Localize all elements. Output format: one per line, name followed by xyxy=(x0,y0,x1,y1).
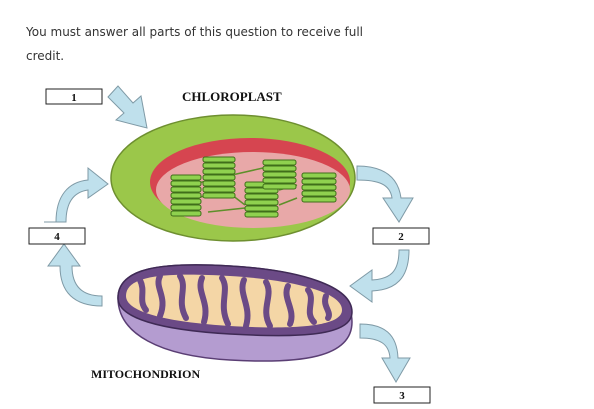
arrow-2-icon xyxy=(356,165,414,223)
answer-box-4-label: 4 xyxy=(54,231,60,243)
answer-box-4[interactable]: 4 xyxy=(28,227,86,245)
answer-box-1-label: 1 xyxy=(71,92,77,104)
arrow-3-icon xyxy=(349,249,410,303)
arrow-6-icon xyxy=(44,166,109,223)
arrow-4-icon xyxy=(359,323,411,383)
answer-box-2[interactable]: 2 xyxy=(372,227,430,245)
answer-box-3[interactable]: 3 xyxy=(373,386,431,404)
answer-box-2-label: 2 xyxy=(398,231,404,243)
mitochondrion xyxy=(117,264,353,362)
chloroplast-label: CHLOROPLAST xyxy=(182,89,282,104)
chloroplast xyxy=(110,114,356,242)
mitochondrion-label: MITOCHONDRION xyxy=(91,367,200,381)
arrow-5-icon xyxy=(47,243,103,307)
question-instructions: You must answer all parts of this questi… xyxy=(26,25,364,63)
answer-box-1[interactable]: 1 xyxy=(45,88,103,105)
answer-box-3-label: 3 xyxy=(399,390,405,402)
arrow-1-icon xyxy=(107,85,148,129)
